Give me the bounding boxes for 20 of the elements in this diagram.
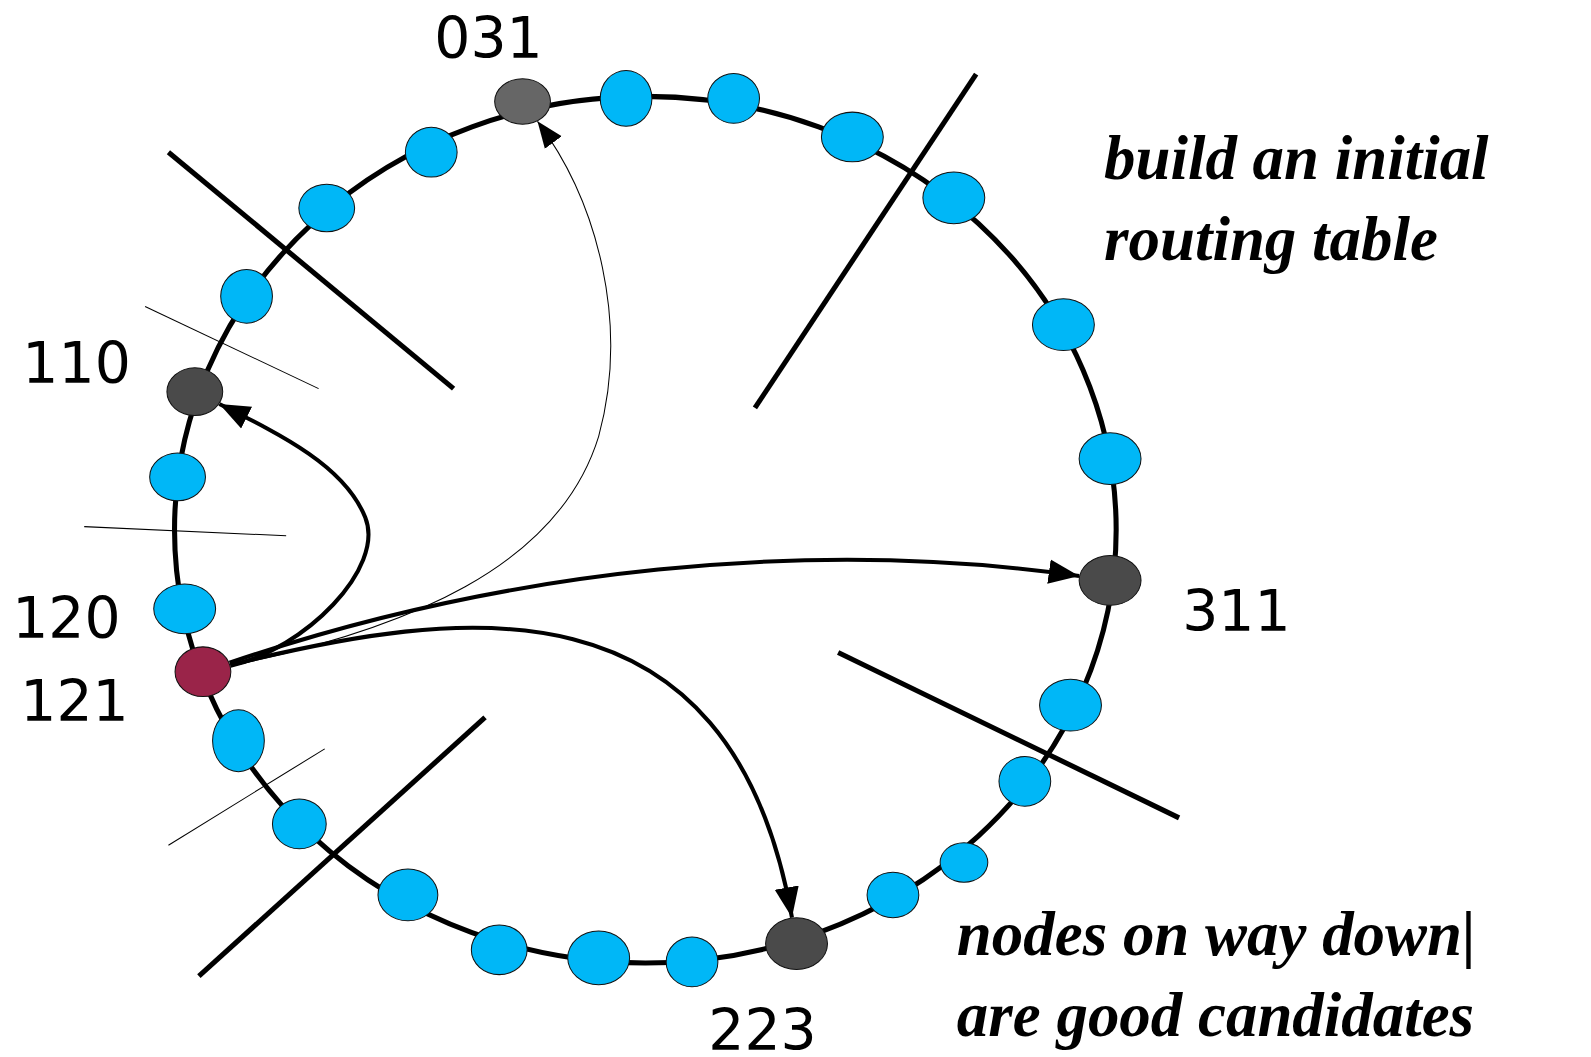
ring-node (212, 709, 265, 773)
ring-node (494, 78, 551, 125)
node-id-label: 031 (434, 10, 543, 67)
arrow (228, 558, 1080, 665)
node-id-label: 110 (22, 334, 131, 392)
node-id-label: 223 (708, 1002, 817, 1057)
ring-node (707, 73, 760, 124)
ring-node (939, 842, 989, 883)
ring-node (998, 755, 1052, 807)
ring-node (271, 798, 327, 850)
arrow (218, 402, 371, 668)
node-id-label: 120 (12, 590, 121, 648)
node-id-label: 121 (20, 673, 129, 731)
node-id-label: 311 (1182, 583, 1291, 641)
annotation-text: nodes on way down| are good candidates (956, 898, 1477, 1052)
ring-node (220, 268, 273, 324)
ring-node (866, 871, 920, 919)
ring-node (377, 868, 439, 922)
ring-node (298, 183, 356, 233)
annotation-text: build an initial routing table (1104, 121, 1490, 276)
